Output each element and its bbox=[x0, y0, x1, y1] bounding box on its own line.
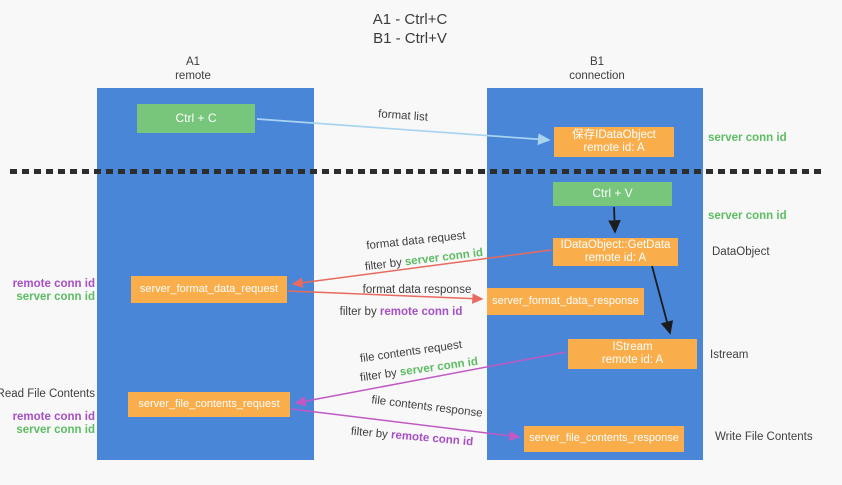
label-filter-by-remote-conn-id-1: filter by remote conn id bbox=[339, 306, 463, 318]
arrow-format-data-request bbox=[291, 249, 552, 288]
annotation-read-file-contents: Read File Contents bbox=[0, 388, 95, 400]
arrow-format-data-response bbox=[287, 290, 484, 304]
istream-line1: IStream bbox=[612, 340, 653, 353]
annotation-dataobject: DataObject bbox=[712, 246, 770, 258]
label-format-data-response: format data response bbox=[362, 284, 472, 296]
server-format-data-request-box: server_format_data_request bbox=[131, 276, 287, 303]
annotation-istream: Istream bbox=[710, 349, 749, 361]
remote-conn-id-text: remote conn id bbox=[379, 306, 463, 318]
save-idataobject-line2: remote id: A bbox=[583, 142, 645, 154]
save-idataobject-box: 保存IDataObject remote id: A bbox=[554, 127, 674, 157]
title-line-2: B1 - Ctrl+V bbox=[373, 30, 447, 47]
server-format-data-request-label: server_format_data_request bbox=[139, 282, 279, 295]
diagram-title: A1 - Ctrl+C B1 - Ctrl+V bbox=[330, 10, 490, 48]
server-file-contents-request-label: server_file_contents_request bbox=[138, 397, 280, 410]
ctrl-v-label: Ctrl + V bbox=[592, 186, 633, 201]
server-file-contents-response-box: server_file_contents_response bbox=[524, 426, 684, 452]
annotation-server-conn-id-top: server conn id bbox=[708, 132, 787, 144]
column-a-subtitle: remote bbox=[175, 70, 211, 82]
arrow-ctrlv-to-getdata bbox=[608, 206, 621, 234]
istream-line2: remote id: A bbox=[601, 354, 664, 366]
column-b-name: B1 bbox=[589, 56, 605, 68]
ctrl-c-label: Ctrl + C bbox=[175, 110, 217, 125]
getdata-line1: IDataObject::GetData bbox=[560, 238, 671, 251]
annotation-server-conn-id-mid: server conn id bbox=[708, 210, 787, 222]
annotation-remote-conn-id-1: remote conn id bbox=[12, 278, 95, 290]
getdata-box: IDataObject::GetData remote id: A bbox=[553, 238, 678, 266]
getdata-line2: remote id: A bbox=[584, 252, 647, 264]
annotation-server-conn-id-2: server conn id bbox=[16, 424, 95, 436]
column-a-header: A1 remote bbox=[133, 55, 253, 83]
server-format-data-response-label: server_format_data_response bbox=[492, 294, 639, 307]
annotation-remote-conn-id-2: remote conn id bbox=[12, 411, 95, 423]
save-idataobject-line1: 保存IDataObject bbox=[572, 128, 656, 141]
column-a-name: A1 bbox=[185, 56, 201, 68]
column-b-subtitle: connection bbox=[569, 70, 625, 82]
server-file-contents-request-box: server_file_contents_request bbox=[128, 392, 290, 417]
arrow-file-contents-request bbox=[294, 351, 567, 407]
ctrl-v-box: Ctrl + V bbox=[553, 182, 672, 206]
istream-box: IStream remote id: A bbox=[568, 339, 697, 369]
ctrl-c-box: Ctrl + C bbox=[137, 104, 255, 133]
arrow-format-list bbox=[256, 118, 551, 146]
column-b-header: B1 connection bbox=[537, 55, 657, 83]
arrow-getdata-to-istream bbox=[651, 265, 674, 335]
session-divider-dotted-line bbox=[10, 169, 824, 174]
annotation-server-conn-id-1: server conn id bbox=[16, 291, 95, 303]
annotation-write-file-contents: Write File Contents bbox=[715, 431, 813, 443]
server-file-contents-response-label: server_file_contents_response bbox=[529, 432, 679, 445]
server-format-data-response-box: server_format_data_response bbox=[487, 288, 644, 315]
arrow-file-contents-response bbox=[290, 408, 521, 442]
title-line-1: A1 - Ctrl+C bbox=[372, 11, 448, 28]
